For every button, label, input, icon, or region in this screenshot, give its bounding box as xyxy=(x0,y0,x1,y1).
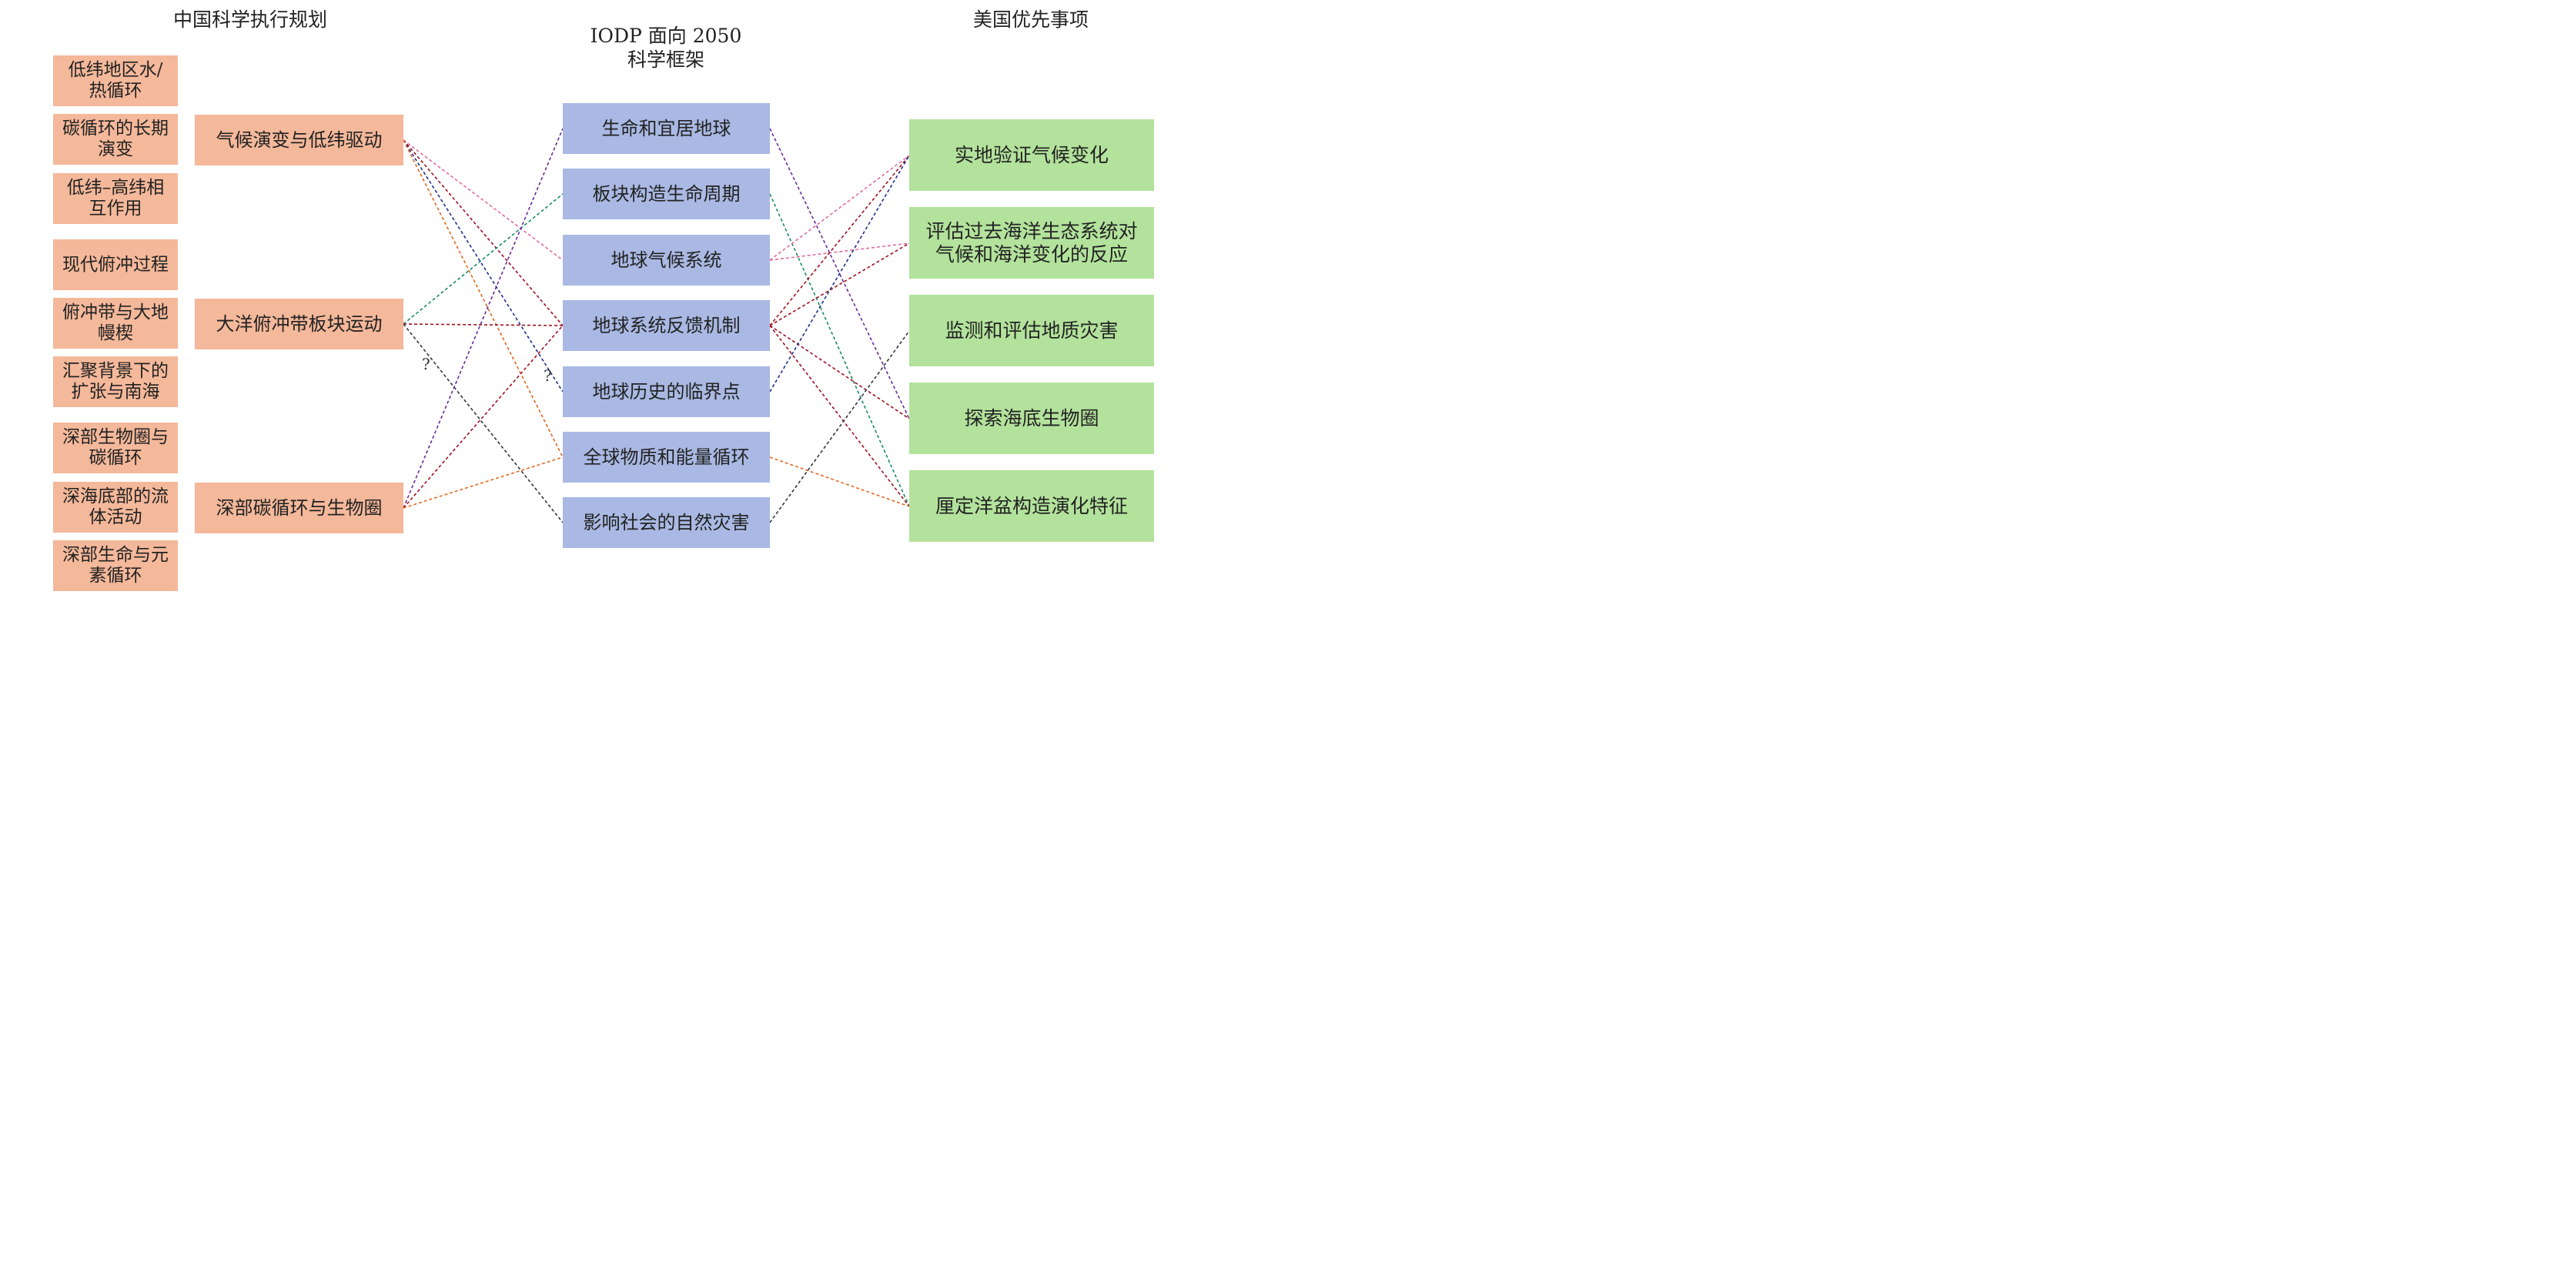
us-priority-climate: 实地验证气候变化 xyxy=(909,119,1154,191)
iodp-item-habitable-earth: 生命和宜居地球 xyxy=(563,103,770,154)
link-china-to-iodp xyxy=(403,323,564,523)
china-theme-subduction: 大洋俯冲带板块运动 xyxy=(195,299,403,349)
link-iodp-to-us xyxy=(769,242,910,326)
iodp-item-global-cycles: 全球物质和能量循环 xyxy=(563,432,770,483)
header-iodp-2050: IODP 面向 2050 科学框架 xyxy=(590,25,742,71)
header-us-priorities: 美国优先事项 xyxy=(972,8,1089,31)
uncertain-link-mark: ? xyxy=(422,355,430,373)
link-china-to-iodp xyxy=(403,325,564,509)
china-theme-climate: 气候演变与低纬驱动 xyxy=(195,115,403,165)
link-iodp-to-us xyxy=(769,456,910,507)
header-china-plan: 中国科学执行规划 xyxy=(172,8,327,31)
link-china-to-iodp xyxy=(403,139,564,393)
link-iodp-to-us xyxy=(769,242,910,261)
iodp-item-tipping-points: 地球历史的临界点 xyxy=(563,366,770,417)
link-china-to-iodp xyxy=(403,139,564,458)
link-iodp-to-us xyxy=(769,155,910,261)
china-theme-deep-carbon: 深部碳循环与生物圈 xyxy=(195,483,403,533)
link-iodp-to-us xyxy=(769,155,910,393)
china-subtopic-box: 碳循环的长期 演变 xyxy=(53,114,178,165)
china-subtopic-box: 深部生命与元 素循环 xyxy=(53,540,178,591)
link-china-to-iodp xyxy=(403,139,564,261)
link-china-to-iodp xyxy=(403,323,564,326)
link-iodp-to-us xyxy=(769,325,910,507)
us-priority-ecosystems: 评估过去海洋生态系统对 气候和海洋变化的反应 xyxy=(909,207,1154,279)
iodp-item-plate-tectonics: 板块构造生命周期 xyxy=(563,169,770,219)
china-subtopic-box: 汇聚背景下的 扩张与南海 xyxy=(53,356,178,407)
china-subtopic-box: 现代俯冲过程 xyxy=(53,239,178,290)
iodp-item-natural-hazards: 影响社会的自然灾害 xyxy=(563,497,770,548)
china-subtopic-box: 低纬地区水/ 热循环 xyxy=(53,55,178,106)
link-iodp-to-us xyxy=(769,330,910,523)
iodp-item-climate-system: 地球气候系统 xyxy=(563,235,770,286)
iodp-item-feedback: 地球系统反馈机制 xyxy=(563,300,770,351)
link-china-to-iodp xyxy=(403,128,564,509)
us-priority-geohazards: 监测和评估地质灾害 xyxy=(909,295,1154,366)
connection-lines: ?? xyxy=(403,128,910,523)
china-subtopic-box: 俯冲带与大地 幔楔 xyxy=(53,298,178,349)
link-china-to-iodp xyxy=(403,456,564,509)
link-iodp-to-us xyxy=(769,155,910,326)
us-priority-basin-evolution: 厘定洋盆构造演化特征 xyxy=(909,470,1154,542)
us-priority-biosphere: 探索海底生物圈 xyxy=(909,383,1154,454)
china-subtopic-box: 深部生物圈与 碳循环 xyxy=(53,423,178,473)
china-subtopic-box: 低纬–高纬相 互作用 xyxy=(53,173,178,224)
link-china-to-iodp xyxy=(403,193,564,325)
link-iodp-to-us xyxy=(769,325,910,419)
china-subtopic-box: 深海底部的流 体活动 xyxy=(53,482,178,533)
uncertain-link-mark: ? xyxy=(544,366,552,385)
link-china-to-iodp xyxy=(403,139,564,326)
